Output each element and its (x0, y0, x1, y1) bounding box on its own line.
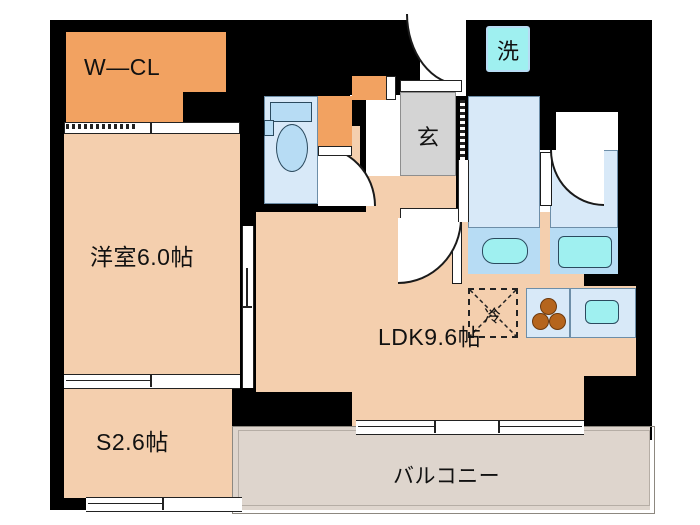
service-room-window-rail (88, 503, 162, 505)
washer-box (486, 26, 530, 72)
refrigerator-label: 冷 (484, 307, 502, 326)
bathroom-door-leaf (540, 152, 552, 206)
bedroom-window-tick (150, 374, 152, 387)
entrance-tile-area (400, 92, 456, 176)
wall-ldk-bottom-step-a (296, 388, 356, 426)
bedroom-window-rail (66, 380, 150, 382)
wall-bath-outer-right (540, 100, 556, 150)
kitchen-sink-basin (585, 300, 619, 324)
bedroom-window (64, 374, 240, 389)
balcony-area (232, 426, 650, 510)
stove-burner-right (549, 313, 566, 330)
shoe-box-door (386, 76, 396, 100)
washroom-sliding-door (460, 100, 465, 162)
balcony-door-tick-1 (434, 420, 436, 433)
hall-closet (318, 96, 352, 146)
hall-closet-door (318, 146, 352, 156)
vanity-basin (482, 238, 528, 264)
shoe-box (352, 76, 386, 100)
washroom-door-track (458, 160, 469, 222)
service-room-window (86, 497, 242, 512)
toilet-paper-holder (264, 120, 274, 136)
wall-bath-block-right (618, 100, 652, 290)
service-room-area (64, 388, 232, 498)
washer-label: 洗 (497, 39, 520, 64)
walk-in-closet-area-lower (66, 92, 183, 126)
stove-burner-top (540, 298, 557, 315)
bedroom-ldk-door-tick2 (246, 268, 248, 308)
refrigerator-cross (469, 289, 517, 337)
balcony-sliding-door (356, 420, 584, 435)
walk-in-closet-label: W—CL (84, 54, 161, 80)
washroom-corridor (468, 96, 540, 228)
service-room-label: S2.6帖 (96, 429, 169, 455)
stove-burner-left (532, 313, 549, 330)
balcony-door-rail-b (500, 426, 582, 428)
service-room-window-tick (162, 497, 164, 510)
wcl-door-divider (150, 122, 152, 134)
toilet-tank (270, 102, 312, 122)
wcl-door-hatch (66, 124, 136, 129)
wall-toilet-surround-left (250, 96, 264, 218)
bathtub (558, 236, 612, 268)
walk-in-closet-area (66, 32, 226, 92)
front-door-threshold (400, 80, 462, 92)
toilet-bowl (276, 124, 308, 172)
balcony-door-tick-2 (498, 420, 500, 433)
bedroom-area (64, 130, 240, 374)
balcony-door-rail-a (358, 426, 434, 428)
bedroom-label: 洋室6.0帖 (90, 244, 194, 270)
ldk-label: LDK9.6帖 (378, 324, 482, 350)
entrance-label: 玄 (417, 125, 440, 150)
balcony-label: バルコニー (393, 465, 501, 488)
